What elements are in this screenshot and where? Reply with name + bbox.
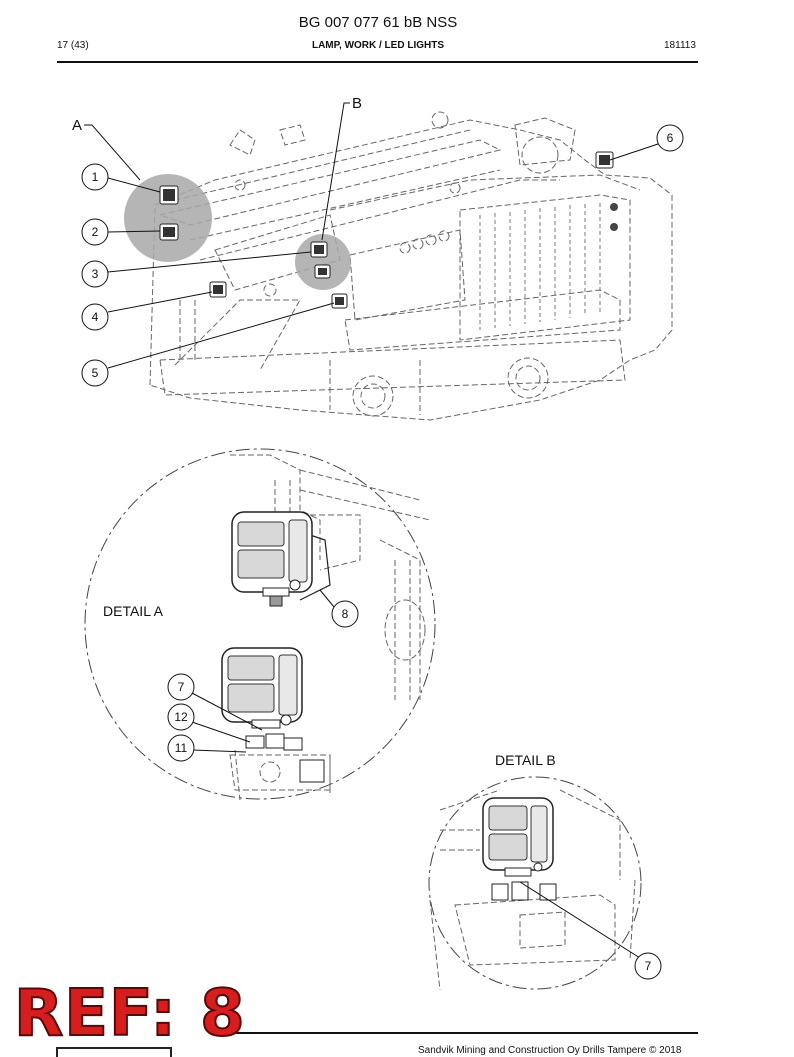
callout-11: 11 bbox=[167, 734, 195, 762]
svg-text:1: 1 bbox=[92, 170, 99, 184]
svg-text:12: 12 bbox=[174, 710, 188, 724]
detail-a-label: DETAIL A bbox=[103, 603, 164, 619]
callout-7-detail-b: 7 bbox=[634, 952, 662, 980]
callout-5: 5 bbox=[81, 359, 109, 387]
detail-b-lamp bbox=[482, 797, 557, 901]
section-title: LAMP, WORK / LED LIGHTS bbox=[311, 40, 445, 51]
svg-text:6: 6 bbox=[667, 131, 674, 145]
svg-text:5: 5 bbox=[92, 366, 99, 380]
svg-text:2: 2 bbox=[92, 225, 99, 239]
callout-7-detail-a: 7 bbox=[167, 673, 195, 701]
svg-text:3: 3 bbox=[92, 267, 99, 281]
detail-b-view: DETAIL B 7 bbox=[428, 752, 662, 991]
callout-12: 12 bbox=[167, 703, 195, 731]
lamp-position-2 bbox=[159, 223, 179, 241]
footer-divider bbox=[236, 1032, 698, 1034]
brand-logo-strip bbox=[56, 1047, 172, 1057]
detail-a-lamp-lower bbox=[221, 647, 325, 783]
detail-a-view: 8 7 12 11 DETAIL A bbox=[84, 448, 436, 801]
page-number: 17 (43) bbox=[57, 40, 89, 51]
detail-a-lamp-upper bbox=[231, 511, 331, 607]
header-divider bbox=[57, 61, 698, 63]
machine-illustration bbox=[149, 111, 673, 421]
callout-1: 1 bbox=[81, 163, 109, 191]
lamp-position-1 bbox=[159, 185, 179, 205]
document-date: 181113 bbox=[664, 40, 696, 51]
lamp-position-5 bbox=[331, 293, 348, 309]
detail-b-label: DETAIL B bbox=[495, 752, 556, 768]
svg-text:7: 7 bbox=[645, 959, 652, 973]
svg-text:8: 8 bbox=[342, 607, 349, 621]
reference-stamp: REF: 8 bbox=[13, 977, 246, 1051]
svg-text:11: 11 bbox=[175, 741, 188, 755]
detail-a-highlight bbox=[124, 174, 212, 262]
lamp-position-4 bbox=[209, 281, 227, 298]
callout-8: 8 bbox=[331, 600, 359, 628]
svg-text:4: 4 bbox=[92, 310, 99, 324]
detail-b-highlight bbox=[295, 234, 351, 290]
document-title: BG 007 077 61 bB NSS bbox=[298, 14, 458, 31]
callout-6: 6 bbox=[656, 124, 684, 152]
svg-text:7: 7 bbox=[178, 680, 185, 694]
callout-2: 2 bbox=[81, 218, 109, 246]
lamp-position-6 bbox=[595, 151, 614, 169]
detail-letter-b: B bbox=[352, 95, 362, 112]
callout-3: 3 bbox=[81, 260, 109, 288]
lamp-position-3 bbox=[310, 241, 331, 279]
callout-4: 4 bbox=[81, 303, 109, 331]
detail-letter-a: A bbox=[72, 117, 82, 134]
copyright-text: Sandvik Mining and Construction Oy Drill… bbox=[418, 1045, 682, 1056]
